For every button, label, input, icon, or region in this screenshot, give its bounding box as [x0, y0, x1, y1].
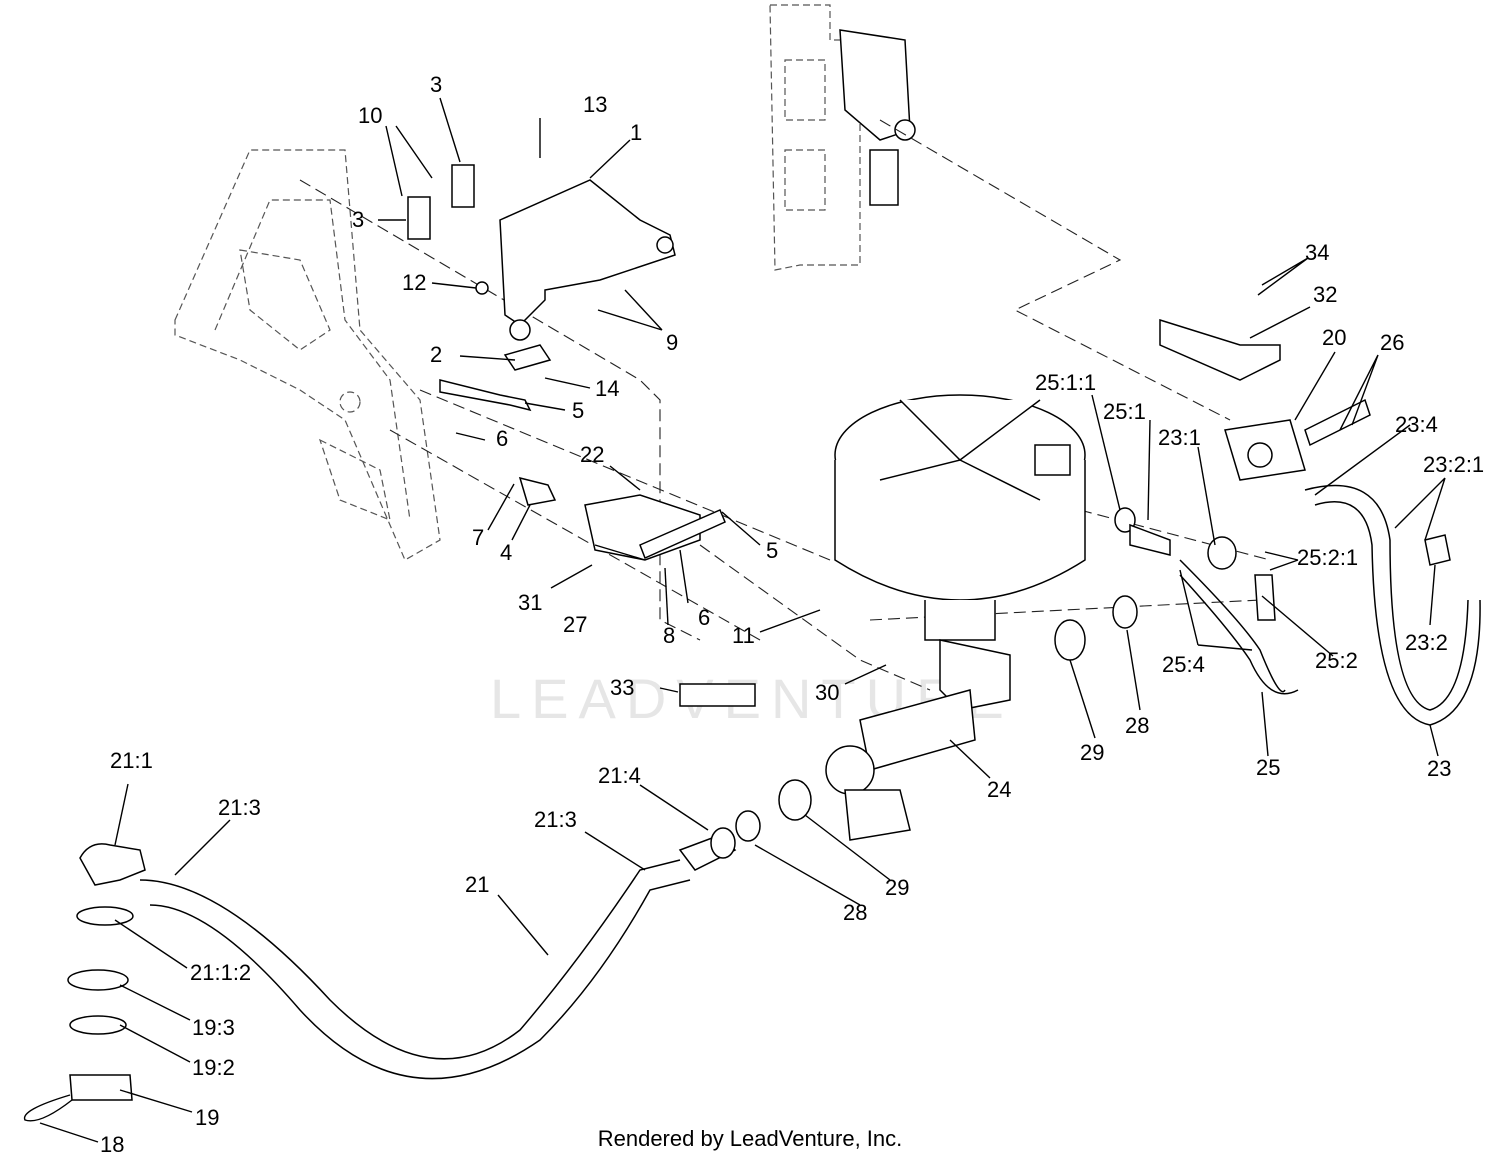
latch-5	[439, 379, 532, 412]
callout-1: 1	[630, 120, 642, 145]
callout-5-lower: 5	[766, 538, 778, 563]
tube-27	[639, 509, 726, 560]
callout-29-bottom: 29	[885, 875, 909, 900]
flange-21-4	[710, 827, 736, 859]
callout-6-lower: 6	[698, 605, 710, 630]
callout-8: 8	[663, 623, 675, 648]
callout-7: 7	[472, 525, 484, 550]
nut-29-b	[778, 779, 812, 821]
frame-ghost-left	[174, 149, 441, 561]
leader-lines	[39, 97, 1446, 1143]
hose-23	[1304, 484, 1469, 711]
ring-21-1-2	[76, 906, 134, 926]
elbow-21-1	[79, 843, 146, 886]
callout-19-3: 19:3	[192, 1015, 235, 1040]
tether-18	[23, 1094, 73, 1122]
footer-credit: Rendered by LeadVenture, Inc.	[597, 1126, 903, 1151]
label-33	[679, 683, 756, 707]
callout-28-bottom: 28	[843, 900, 867, 925]
callout-29-right: 29	[1080, 740, 1104, 765]
callout-21-3-right: 21:3	[534, 807, 577, 832]
cap-19	[69, 1074, 133, 1101]
callout-23-1: 23:1	[1158, 425, 1201, 450]
elbow-23-2	[1424, 534, 1451, 566]
callout-33: 33	[610, 675, 634, 700]
callout-13: 13	[583, 92, 607, 117]
ring-19-2	[69, 1015, 127, 1035]
hose-21	[139, 859, 681, 1060]
washer-12	[475, 281, 489, 295]
callout-34: 34	[1305, 240, 1329, 265]
nut-29	[1054, 619, 1086, 661]
hose-21-b	[149, 879, 691, 1080]
hose-25-b	[1179, 574, 1299, 695]
callout-19: 19	[195, 1105, 219, 1130]
callout-19-2: 19:2	[192, 1055, 235, 1080]
callout-11: 11	[732, 623, 755, 648]
callout-23-2-1: 23:2:1	[1423, 452, 1484, 477]
callout-5-upper: 5	[572, 398, 584, 423]
callout-25-2-1: 25:2:1	[1297, 545, 1358, 570]
callout-10: 10	[358, 103, 382, 128]
fitting-25-1	[1129, 523, 1171, 556]
callout-27: 27	[563, 612, 587, 637]
callout-25-1: 25:1	[1103, 399, 1146, 424]
callout-23: 23	[1427, 756, 1451, 781]
callout-4: 4	[500, 540, 512, 565]
callout-14: 14	[595, 376, 619, 401]
hose-23-b	[1314, 501, 1481, 726]
callout-28-right: 28	[1125, 713, 1149, 738]
callout-30: 30	[815, 680, 839, 705]
callout-22: 22	[580, 442, 604, 467]
callout-23-4: 23:4	[1395, 412, 1438, 437]
callout-23-2: 23:2	[1405, 630, 1448, 655]
callout-25: 25	[1256, 755, 1280, 780]
tag-26	[1304, 398, 1371, 447]
frame-ghost-top	[769, 4, 916, 271]
callout-24: 24	[987, 777, 1011, 802]
callout-3-top: 3	[430, 72, 442, 97]
callout-32: 32	[1313, 282, 1337, 307]
pad-right	[451, 164, 475, 208]
fitting-25-2	[1254, 574, 1276, 621]
ring-28-b	[735, 810, 761, 842]
pad-left	[407, 196, 431, 240]
callout-2: 2	[430, 342, 442, 367]
ring-28	[1112, 595, 1138, 629]
callout-21-1-2: 21:1:2	[190, 960, 251, 985]
callout-21-3-left: 21:3	[218, 795, 261, 820]
callout-25-1-1: 25:1:1	[1035, 370, 1096, 395]
callout-3-left: 3	[352, 207, 364, 232]
callout-21: 21	[465, 872, 489, 897]
mounting-bracket	[499, 179, 676, 341]
callout-25-2: 25:2	[1315, 648, 1358, 673]
valve-assembly	[825, 639, 1011, 841]
collar-19-3	[67, 969, 129, 991]
callout-18: 18	[100, 1132, 124, 1157]
bracket-32	[1159, 318, 1281, 381]
clip-2	[503, 344, 552, 371]
callout-21-1: 21:1	[110, 748, 153, 773]
tank	[834, 394, 1086, 641]
callout-20: 20	[1322, 325, 1346, 350]
callout-9: 9	[666, 330, 678, 355]
block-4	[518, 476, 557, 506]
flange-23-1	[1207, 536, 1237, 570]
callout-6-upper: 6	[496, 426, 508, 451]
callout-26: 26	[1380, 330, 1404, 355]
callout-12: 12	[402, 270, 426, 295]
callout-21-4: 21:4	[598, 763, 641, 788]
callout-25-4: 25:4	[1162, 652, 1205, 677]
hose-25	[1179, 559, 1286, 693]
valve-20	[1224, 419, 1306, 481]
callout-31: 31	[518, 590, 542, 615]
callout-labels: 1 13 10 3 3 12 9 2 14 5 6 22 5 7 4 31 27…	[100, 72, 1484, 1157]
